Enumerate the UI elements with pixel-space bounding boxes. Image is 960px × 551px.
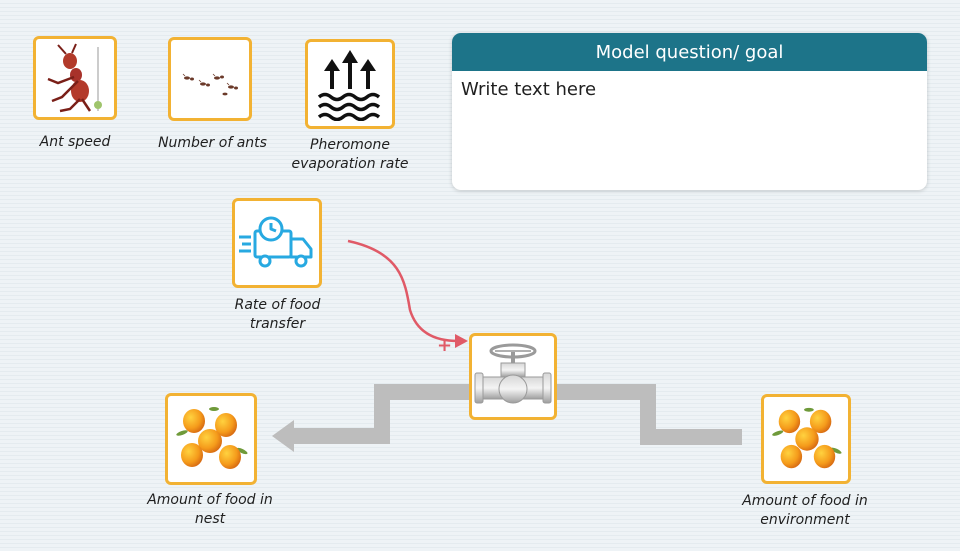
influence-link[interactable] — [347, 239, 459, 343]
evaporation-arrows-icon — [317, 50, 381, 121]
rate-label-line2: transfer — [249, 316, 306, 332]
pheromone-label-line2: evaporation rate — [291, 156, 409, 172]
number-of-ants-node[interactable] — [168, 37, 252, 121]
number-of-ants-label: Number of ants — [158, 135, 267, 151]
mango-pile-icon — [772, 407, 842, 469]
pheromone-label: Pheromone evaporation rate — [280, 136, 420, 174]
rate-label-line1: Rate of food — [234, 297, 321, 313]
food-environment-label: Amount of food in environment — [725, 492, 885, 530]
influence-arrowhead — [455, 334, 468, 348]
ant-speed-node[interactable] — [33, 36, 117, 120]
food-nest-label-line2: nest — [194, 511, 226, 527]
food-nest-label: Amount of food in nest — [130, 491, 290, 529]
food-env-label-line1: Amount of food in — [742, 493, 868, 509]
mango-pile-icon — [176, 407, 248, 469]
flow-arrowhead — [272, 420, 294, 452]
food-env-label-line2: environment — [760, 512, 850, 528]
running-ant-icon — [47, 43, 102, 113]
rate-of-food-transfer-node[interactable] — [232, 198, 322, 288]
pheromone-evaporation-node[interactable] — [305, 39, 395, 129]
food-nest-label-line1: Amount of food in — [147, 492, 273, 508]
delivery-truck-icon — [239, 216, 313, 268]
pheromone-label-line1: Pheromone — [310, 137, 390, 153]
model-goal-panel[interactable]: Model question/ goal Write text here — [452, 33, 927, 190]
food-environment-node[interactable] — [761, 394, 851, 484]
link-polarity: + — [437, 335, 452, 356]
model-goal-text[interactable]: Write text here — [461, 79, 597, 100]
valve-icon — [474, 343, 552, 403]
ants-group-icon — [182, 73, 238, 96]
food-nest-node[interactable] — [165, 393, 257, 485]
ant-speed-label: Ant speed — [39, 134, 111, 150]
model-goal-title: Model question/ goal — [452, 33, 927, 71]
valve-node[interactable] — [469, 333, 557, 420]
rate-of-food-transfer-label: Rate of food transfer — [210, 296, 345, 334]
